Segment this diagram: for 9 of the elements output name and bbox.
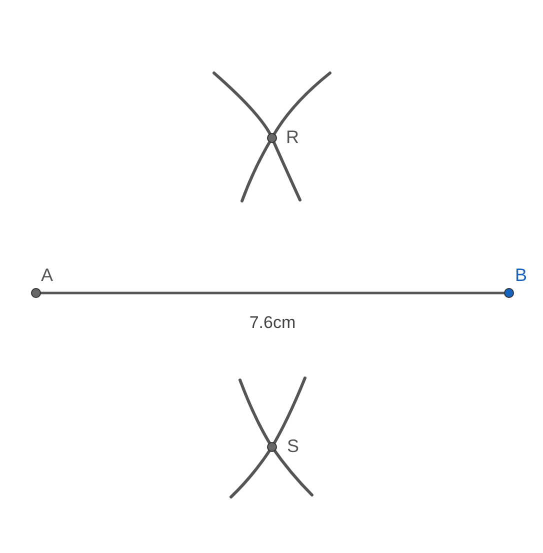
point-dot [267,442,277,452]
point-dot [504,288,514,298]
point-label: S [287,437,300,455]
point-dot [267,133,277,143]
line-segment [40,292,506,294]
point-dot [31,288,41,298]
point-label: R [286,128,299,146]
point-label: B [515,266,528,284]
point-label: A [41,266,54,284]
